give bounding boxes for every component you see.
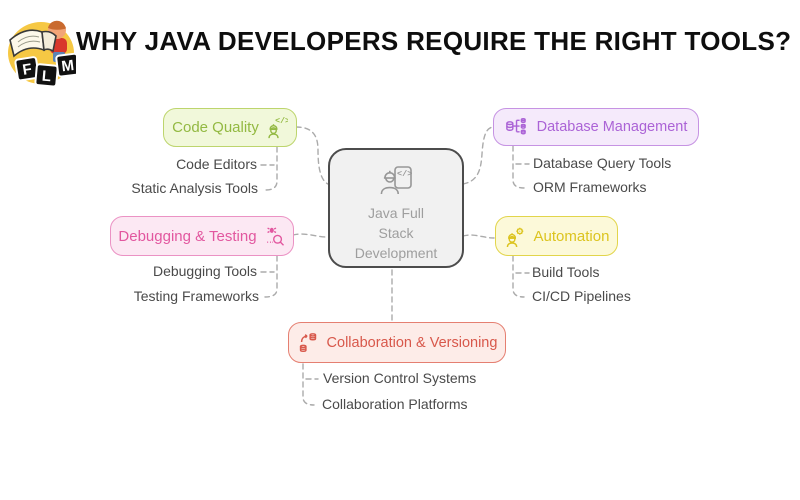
connector-database-drop bbox=[512, 145, 525, 189]
sync-databases-icon bbox=[299, 332, 316, 352]
connector-debugging-drop bbox=[264, 255, 278, 298]
list-item-database-query-tools: Database Query Tools bbox=[533, 155, 672, 171]
database-schema-icon bbox=[505, 118, 526, 135]
list-item-static-analysis-tools: Static Analysis Tools bbox=[131, 180, 258, 196]
central-node-label: Java Full Stack Development bbox=[354, 205, 438, 261]
branch-label: Debugging & Testing bbox=[118, 227, 257, 245]
branch-label: Database Management bbox=[536, 119, 688, 135]
connector-automation-drop bbox=[512, 255, 525, 298]
connector-codequality-center bbox=[295, 126, 329, 185]
flm-logo: F L M bbox=[8, 20, 76, 88]
developer-document-icon: </> bbox=[380, 166, 412, 195]
list-item-debugging-tools: Debugging Tools bbox=[152, 263, 257, 279]
connector-center-database bbox=[462, 126, 494, 185]
connector-codequality-drop bbox=[265, 146, 278, 191]
list-item-version-control-systems: Version Control Systems bbox=[323, 370, 477, 386]
code-engineer-icon: </> bbox=[268, 116, 288, 139]
branch-label: Automation bbox=[533, 227, 610, 245]
list-item-cicd-pipelines: CI/CD Pipelines bbox=[532, 288, 631, 304]
branch-node-code-quality: Code Quality </> bbox=[163, 108, 297, 147]
page-title: WHY JAVA DEVELOPERS REQUIRE THE RIGHT TO… bbox=[76, 26, 792, 56]
list-item-code-editors: Code Editors bbox=[176, 156, 257, 172]
branch-node-collaboration-versioning: Collaboration & Versioning bbox=[288, 322, 506, 363]
central-node-java-full-stack: </> Java Full Stack Development bbox=[328, 148, 464, 268]
bug-magnifier-icon bbox=[266, 226, 284, 246]
connector-center-automation bbox=[462, 234, 495, 239]
svg-text:</>: </> bbox=[397, 169, 412, 179]
branch-node-automation: Automation bbox=[495, 216, 618, 256]
automation-gear-person-icon bbox=[506, 227, 523, 247]
open-book-illustration bbox=[9, 29, 57, 58]
branch-label: Code Quality bbox=[172, 119, 259, 136]
list-item-testing-frameworks: Testing Frameworks bbox=[133, 288, 259, 304]
list-item-build-tools: Build Tools bbox=[532, 264, 600, 280]
logo-letter-m: M bbox=[61, 57, 75, 75]
logo-letter-f: F bbox=[21, 61, 33, 79]
list-item-collaboration-platforms: Collaboration Platforms bbox=[322, 396, 468, 412]
connector-collaboration-drop bbox=[302, 363, 315, 406]
branch-node-database-management: Database Management bbox=[493, 108, 699, 146]
list-item-orm-frameworks: ORM Frameworks bbox=[533, 179, 647, 195]
connector-debugging-center bbox=[292, 233, 328, 238]
branch-node-debugging-testing: Debugging & Testing bbox=[110, 216, 294, 256]
branch-label: Collaboration & Versioning bbox=[326, 334, 498, 351]
logo-letter-l: L bbox=[41, 68, 52, 86]
svg-text:</>: </> bbox=[275, 116, 288, 126]
